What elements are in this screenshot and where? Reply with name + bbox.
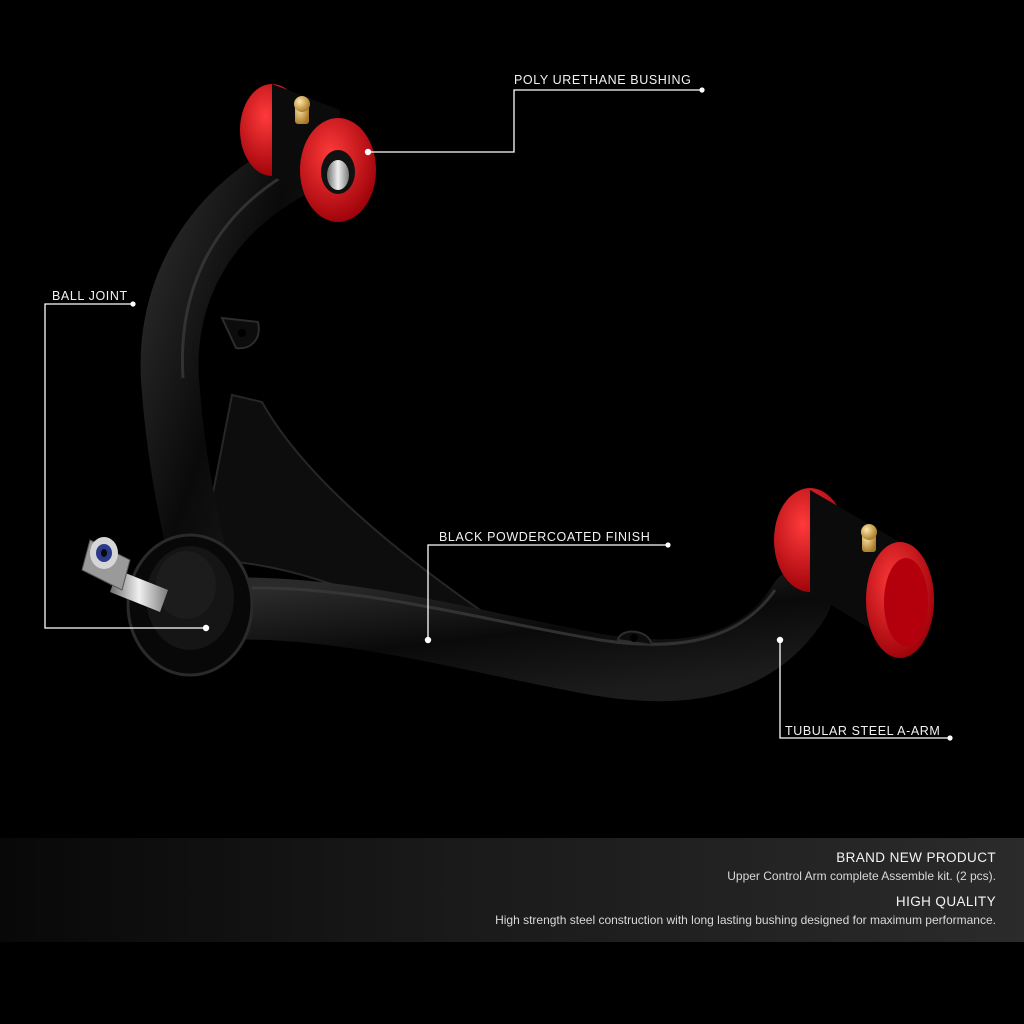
callout-tube-label: TUBULAR STEEL A-ARM	[785, 724, 941, 738]
info-block-product: BRAND NEW PRODUCT Upper Control Arm comp…	[727, 850, 996, 883]
info-heading-product: BRAND NEW PRODUCT	[836, 850, 996, 865]
info-band: BRAND NEW PRODUCT Upper Control Arm comp…	[0, 838, 1024, 942]
callout-ball-joint-label: BALL JOINT	[52, 289, 128, 303]
right-bushing	[774, 488, 934, 658]
top-bushing	[240, 84, 376, 222]
arm-lower-tube	[169, 569, 831, 702]
ball-joint	[81, 533, 254, 677]
callout-line-tube	[779, 640, 950, 739]
callout-line-bushing	[368, 89, 702, 153]
callout-line-finish	[427, 544, 668, 640]
info-text-product: Upper Control Arm complete Assemble kit.…	[727, 869, 996, 883]
callout-bushing-label: POLY URETHANE BUSHING	[514, 73, 692, 87]
callout-finish-label: BLACK POWDERCOATED FINISH	[439, 530, 651, 544]
info-block-quality: HIGH QUALITY High strength steel constru…	[495, 894, 996, 927]
info-text-quality: High strength steel construction with lo…	[495, 913, 996, 927]
info-heading-quality: HIGH QUALITY	[895, 894, 996, 909]
callout-line-ball-joint	[44, 303, 206, 629]
arm-upper-tube	[140, 141, 319, 574]
